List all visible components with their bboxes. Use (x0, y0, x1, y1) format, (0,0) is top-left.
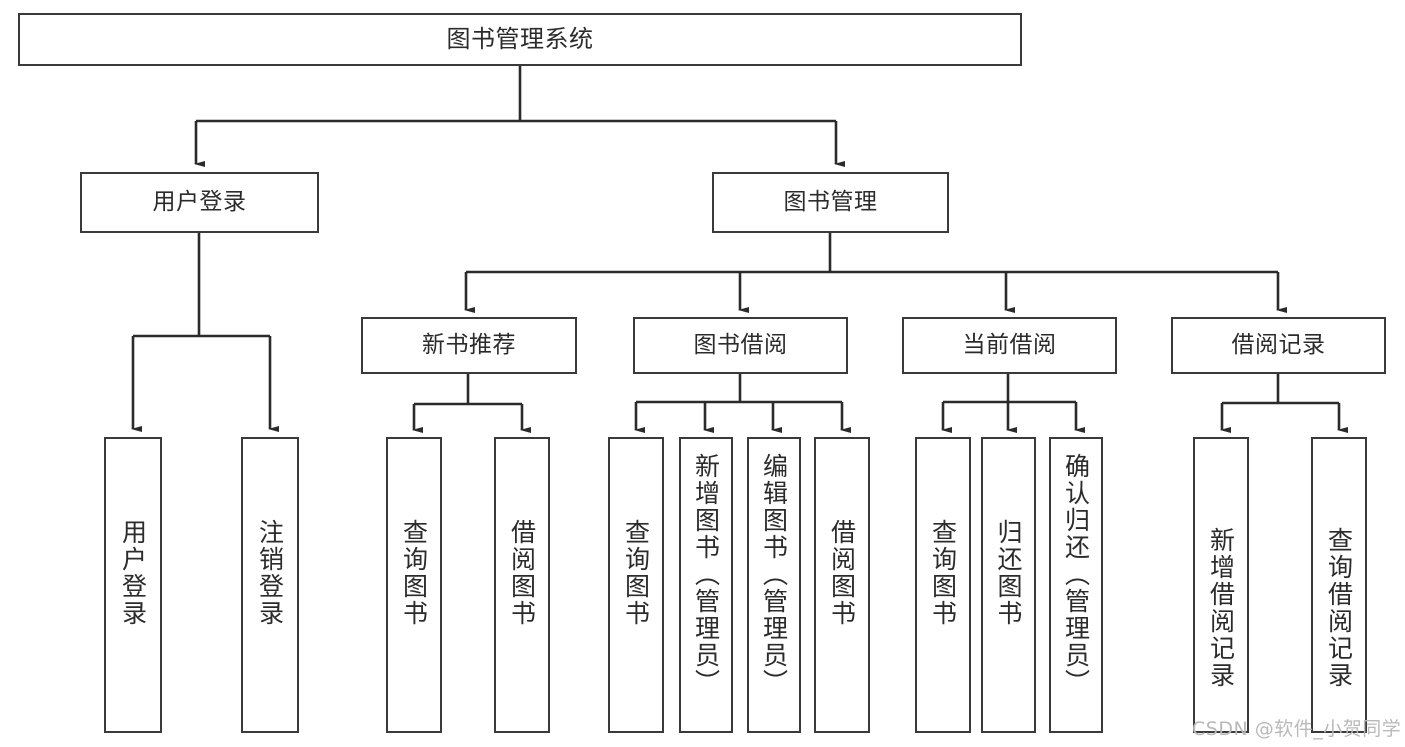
node-root-label: 图书管理系统 (446, 25, 594, 54)
node-leaf-query-record[interactable]: 查询借阅记录 (1311, 437, 1367, 733)
node-leaf-query-book-2[interactable]: 查询图书 (608, 437, 664, 733)
node-current-borrow[interactable]: 当前借阅 (902, 317, 1117, 374)
node-leaf-logout[interactable]: 注销登录 (241, 437, 299, 733)
node-leaf-borrow-book-1-label: 借阅图书 (507, 519, 537, 627)
node-leaf-query-record-label: 查询借阅记录 (1324, 527, 1354, 689)
node-borrow-record-label: 借阅记录 (1231, 331, 1326, 358)
node-book-manage-label: 图书管理 (783, 188, 878, 215)
node-leaf-query-book-1[interactable]: 查询图书 (386, 437, 442, 733)
node-leaf-return-book-label: 归还图书 (994, 519, 1023, 627)
node-leaf-add-record[interactable]: 新增借阅记录 (1193, 437, 1249, 733)
node-leaf-query-book-3[interactable]: 查询图书 (915, 437, 971, 733)
node-leaf-edit-book[interactable]: 编辑图书（管理员） (747, 437, 801, 733)
node-leaf-user-login[interactable]: 用户登录 (104, 437, 162, 733)
node-leaf-add-book-label: 新增图书（管理员） (691, 453, 721, 696)
node-new-book-recommend[interactable]: 新书推荐 (361, 317, 577, 374)
node-book-borrow-label: 图书借阅 (693, 331, 788, 358)
node-leaf-query-book-1-label: 查询图书 (399, 519, 429, 627)
node-leaf-query-book-3-label: 查询图书 (928, 519, 958, 627)
node-leaf-logout-label: 注销登录 (255, 519, 285, 627)
node-leaf-query-book-2-label: 查询图书 (621, 519, 651, 627)
node-leaf-add-book[interactable]: 新增图书（管理员） (679, 437, 733, 733)
node-leaf-add-record-label: 新增借阅记录 (1206, 527, 1236, 689)
node-user-login[interactable]: 用户登录 (80, 172, 319, 233)
node-leaf-confirm-return[interactable]: 确认归还（管理员） (1049, 437, 1103, 733)
node-root[interactable]: 图书管理系统 (18, 13, 1022, 66)
node-book-borrow[interactable]: 图书借阅 (633, 317, 848, 374)
node-leaf-borrow-book-2[interactable]: 借阅图书 (814, 437, 870, 733)
node-user-login-label: 用户登录 (152, 188, 247, 215)
watermark: CSDN @软件_小贺同学 (1192, 718, 1402, 740)
node-leaf-user-login-label: 用户登录 (118, 519, 148, 627)
node-new-book-recommend-label: 新书推荐 (422, 331, 516, 358)
node-leaf-confirm-return-label: 确认归还（管理员） (1061, 453, 1091, 696)
node-leaf-borrow-book-1[interactable]: 借阅图书 (494, 437, 550, 733)
node-borrow-record[interactable]: 借阅记录 (1171, 317, 1386, 374)
node-leaf-return-book[interactable]: 归还图书 (981, 437, 1036, 733)
node-current-borrow-label: 当前借阅 (962, 331, 1057, 358)
node-leaf-edit-book-label: 编辑图书（管理员） (759, 453, 789, 696)
node-book-manage[interactable]: 图书管理 (712, 172, 949, 233)
node-leaf-borrow-book-2-label: 借阅图书 (827, 519, 857, 627)
